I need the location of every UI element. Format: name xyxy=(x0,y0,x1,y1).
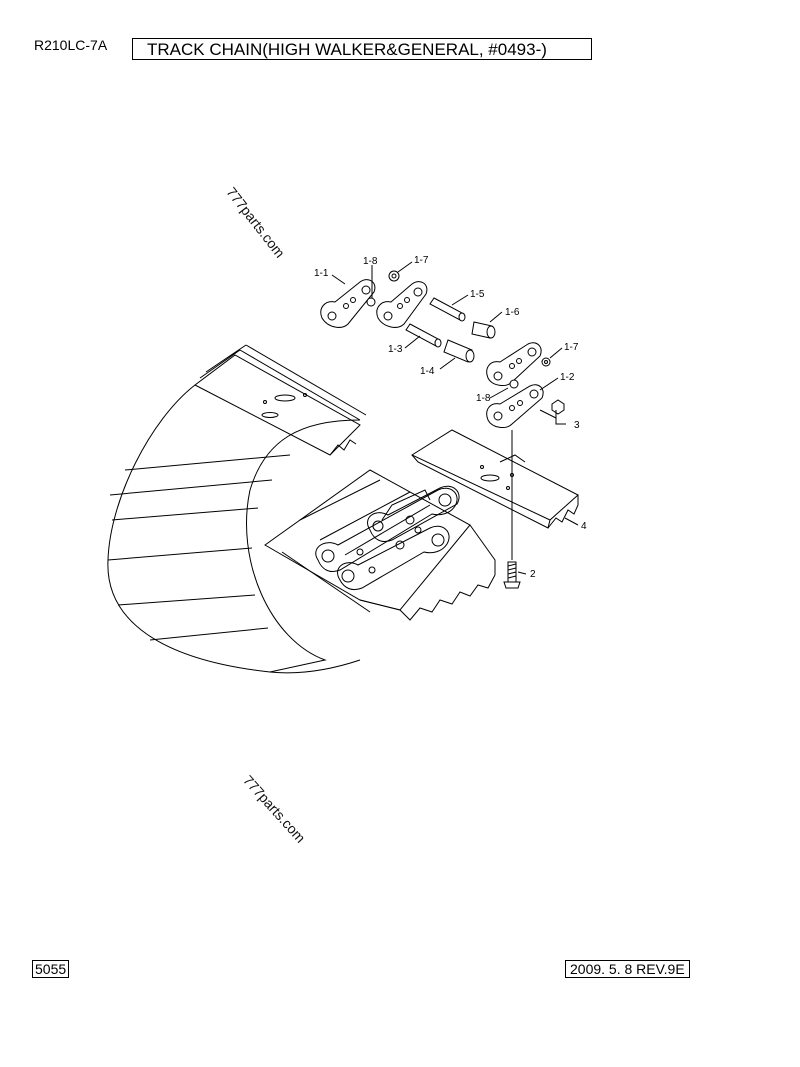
callout-1-3: 1-3 xyxy=(388,344,403,355)
washer-1-8-right xyxy=(509,379,519,389)
callout-1-7-right: 1-7 xyxy=(564,342,579,353)
revision-date: 2009. 5. 8 REV.9E xyxy=(565,960,690,978)
link-1-2 xyxy=(486,384,544,428)
callout-1-8-right: 1-8 xyxy=(476,393,491,404)
callout-labels: 1-1 1-8 1-7 1-5 1-6 1-3 1-4 1-7 1-2 1-8 … xyxy=(314,255,587,580)
track-assembly-drawing xyxy=(107,344,496,674)
callout-1-6: 1-6 xyxy=(505,307,520,318)
bushing-1-4 xyxy=(443,339,473,363)
callout-1-2: 1-2 xyxy=(560,372,575,383)
callout-1-7-top: 1-7 xyxy=(414,255,429,266)
callout-4: 4 xyxy=(581,521,587,532)
leader-lines xyxy=(331,261,579,575)
page-number: 5055 xyxy=(32,960,70,978)
nut-3 xyxy=(551,399,565,415)
callout-1-8-top: 1-8 xyxy=(363,256,378,267)
nut-1-7-top xyxy=(388,270,400,282)
callout-1-1: 1-1 xyxy=(314,268,329,279)
model-code: R210LC-7A xyxy=(34,37,108,53)
callout-1-5: 1-5 xyxy=(470,289,485,300)
callout-2: 2 xyxy=(530,569,536,580)
washer-1-8-top xyxy=(366,297,376,307)
nut-1-7-right xyxy=(541,357,551,367)
callout-3: 3 xyxy=(574,420,580,431)
exploded-parts xyxy=(320,270,579,589)
diagram-title: TRACK CHAIN(HIGH WALKER&GENERAL, #0493-) xyxy=(132,38,592,60)
callout-1-4: 1-4 xyxy=(420,366,435,377)
